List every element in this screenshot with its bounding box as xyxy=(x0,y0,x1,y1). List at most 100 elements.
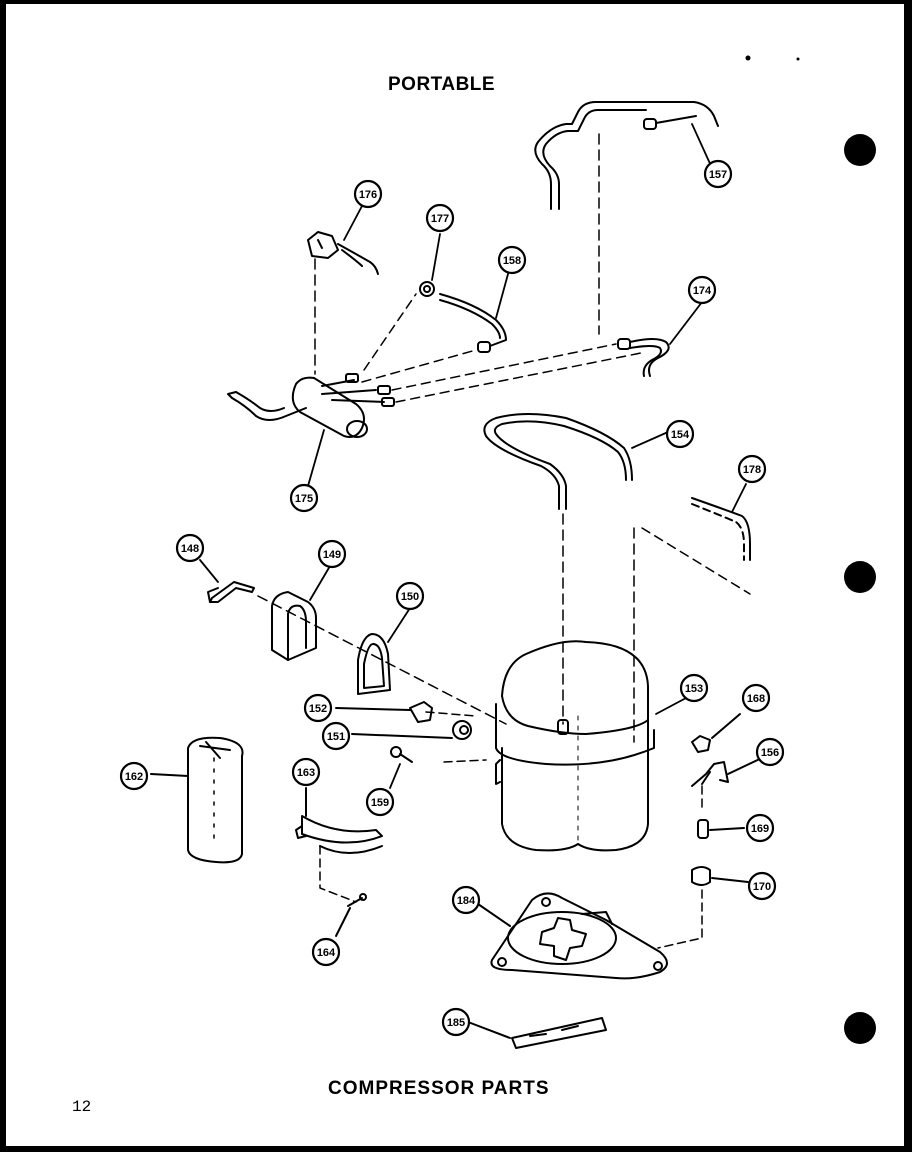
callout-168: 168 xyxy=(741,683,771,713)
callout-label: 154 xyxy=(671,429,690,441)
callout-label: 151 xyxy=(327,731,345,743)
callout-154: 154 xyxy=(665,419,695,449)
part-151-grommet xyxy=(351,720,472,740)
diagram-sheet: PORTABLE COMPRESSOR PARTS 12 xyxy=(6,4,904,1146)
callout-circle xyxy=(679,673,709,703)
part-178-tube xyxy=(633,497,751,743)
section-title: COMPRESSOR PARTS xyxy=(328,1078,550,1099)
callout-label: 176 xyxy=(359,189,377,201)
part-162-capacitor xyxy=(150,736,244,864)
callout-label: 157 xyxy=(709,169,727,181)
callout-circle xyxy=(311,937,341,967)
binder-hole-bottom xyxy=(844,1012,876,1044)
callout-169: 169 xyxy=(745,813,775,843)
part-164-screw xyxy=(335,893,367,937)
callout-label: 163 xyxy=(297,767,315,779)
callout-label: 178 xyxy=(743,464,761,476)
callout-circle xyxy=(395,581,425,611)
diagram-title: PORTABLE xyxy=(388,74,496,95)
part-177-nut xyxy=(419,281,435,297)
callout-circle xyxy=(747,871,777,901)
part-175-accumulator xyxy=(227,293,647,438)
part-150-gasket xyxy=(357,633,391,695)
callout-label: 156 xyxy=(761,747,779,759)
part-168-nut xyxy=(691,713,741,753)
callout-circle xyxy=(321,721,351,751)
part-158-tube xyxy=(439,293,507,353)
callout-184: 184 xyxy=(451,885,481,915)
callout-label: 169 xyxy=(751,823,769,835)
callout-158: 158 xyxy=(497,245,527,275)
callout-label: 148 xyxy=(181,543,199,555)
callout-156: 156 xyxy=(755,737,785,767)
callout-circle xyxy=(119,761,149,791)
callout-circle xyxy=(497,245,527,275)
callout-149: 149 xyxy=(317,539,347,569)
callout-label: 174 xyxy=(693,285,712,297)
callout-circle xyxy=(425,203,455,233)
callout-148: 148 xyxy=(175,533,205,563)
callout-circle xyxy=(303,693,333,723)
binder-holes xyxy=(745,55,876,1044)
part-176-terminal xyxy=(307,231,379,375)
callout-175: 175 xyxy=(289,483,319,513)
callout-circle xyxy=(441,1007,471,1037)
callout-label: 152 xyxy=(309,703,327,715)
callout-label: 170 xyxy=(753,881,771,893)
callout-152: 152 xyxy=(303,693,333,723)
callout-label: 164 xyxy=(317,947,336,959)
callout-label: 150 xyxy=(401,591,419,603)
part-185-strap xyxy=(467,1017,607,1049)
callout-151: 151 xyxy=(321,721,351,751)
callout-164: 164 xyxy=(311,937,341,967)
callout-label: 175 xyxy=(295,493,313,505)
callout-150: 150 xyxy=(395,581,425,611)
callout-circle xyxy=(745,813,775,843)
part-159-screw xyxy=(390,746,487,763)
callout-circle xyxy=(353,179,383,209)
exploded-parts-diagram: 157 176 177 158 174 175 154 178 148 149 150 152 151 1… xyxy=(119,55,876,1049)
callout-157: 157 xyxy=(703,159,733,189)
part-149-cover xyxy=(271,591,317,661)
part-169-stud xyxy=(697,819,745,839)
part-154-suction-tube xyxy=(483,413,633,725)
page-number: 12 xyxy=(72,1098,92,1116)
callout-label: 185 xyxy=(447,1017,465,1029)
part-170-bushing xyxy=(657,866,749,949)
callout-label: 168 xyxy=(747,693,765,705)
callout-circle xyxy=(741,683,771,713)
callout-layer: 157 176 177 158 174 175 154 178 148 149 150 152 151 1… xyxy=(119,159,785,1037)
callout-circle xyxy=(175,533,205,563)
callout-circle xyxy=(317,539,347,569)
callout-circle xyxy=(365,787,395,817)
callout-label: 153 xyxy=(685,683,703,695)
speck-mark xyxy=(796,57,800,61)
callout-153: 153 xyxy=(679,673,709,703)
callout-label: 177 xyxy=(431,213,449,225)
callout-163: 163 xyxy=(291,757,321,787)
callout-circle xyxy=(737,454,767,484)
speck-mark xyxy=(745,55,751,61)
callout-174: 174 xyxy=(687,275,717,305)
callout-label: 184 xyxy=(457,895,476,907)
part-163-strap xyxy=(295,787,383,903)
binder-hole-middle xyxy=(844,561,876,593)
part-157-discharge-tube xyxy=(534,101,719,335)
callout-circle xyxy=(755,737,785,767)
callout-177: 177 xyxy=(425,203,455,233)
callout-label: 159 xyxy=(371,797,389,809)
callout-label: 158 xyxy=(503,255,521,267)
callout-circle xyxy=(687,275,717,305)
callout-circle xyxy=(665,419,695,449)
part-153-compressor xyxy=(495,640,655,852)
callout-178: 178 xyxy=(737,454,767,484)
callout-label: 149 xyxy=(323,549,341,561)
callout-162: 162 xyxy=(119,761,149,791)
part-156-bracket xyxy=(691,755,767,813)
part-174-tube xyxy=(617,338,670,377)
part-184-base-plate xyxy=(477,892,668,980)
callout-circle xyxy=(291,757,321,787)
callout-circle xyxy=(451,885,481,915)
callout-159: 159 xyxy=(365,787,395,817)
part-148-clip xyxy=(207,581,507,725)
